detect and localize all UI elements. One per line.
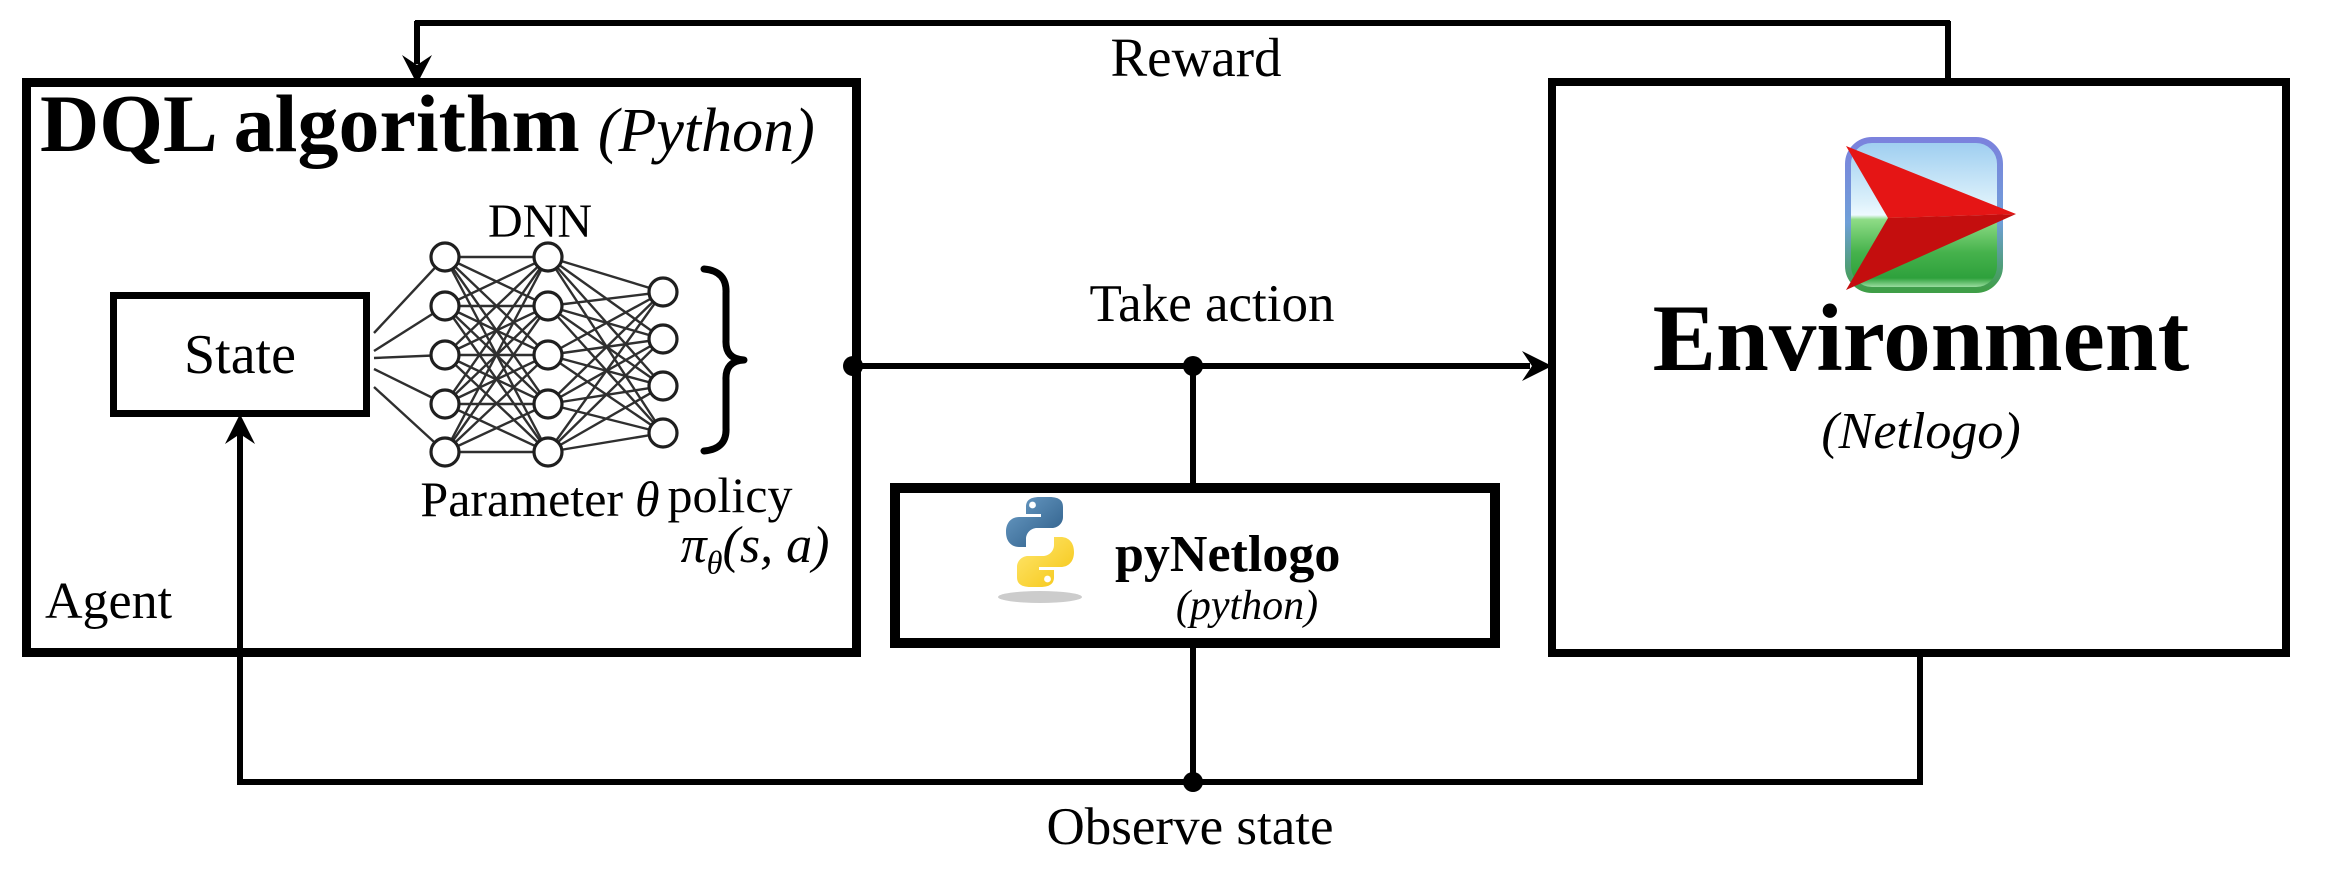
dnn-edge xyxy=(443,256,550,453)
observe-state-label: Observe state xyxy=(1046,798,1334,856)
python-icon-shadow xyxy=(998,591,1082,603)
dnn-node xyxy=(429,241,461,273)
dnn-edge xyxy=(373,256,446,334)
dnn-label: DNN xyxy=(488,195,592,248)
dnn-edge xyxy=(444,256,549,405)
dnn-edge xyxy=(444,255,549,308)
dnn-network-graphic xyxy=(373,241,679,468)
dnn-edge xyxy=(373,386,446,453)
pynetlogo-box xyxy=(890,483,1500,648)
arrowhead-observe-into-state xyxy=(225,414,255,444)
dnn-edge xyxy=(444,305,549,453)
dql-box-title: DQL algorithm(Python) xyxy=(40,83,815,165)
agent-label: Agent xyxy=(45,573,173,630)
policy-label: policy xyxy=(667,467,793,523)
take-action-label: Take action xyxy=(1089,275,1335,333)
parameter-word: Parameter xyxy=(420,471,624,527)
netlogo-icon xyxy=(1845,137,2016,293)
dnn-edge xyxy=(547,255,664,294)
arrowhead-take-action-into-env xyxy=(1522,351,1552,381)
reward-label: Reward xyxy=(1110,27,1282,88)
dnn-edge xyxy=(444,354,549,453)
environment-title: Environment xyxy=(1652,285,2190,391)
dnn-node xyxy=(429,290,461,322)
arrowhead-reward-into-dql xyxy=(402,55,432,84)
dnn-node xyxy=(532,290,564,322)
environment-subtitle: (Netlogo) xyxy=(1821,403,2021,460)
policy-formula: πθ(s, a) xyxy=(681,520,830,579)
dnn-node xyxy=(647,323,679,355)
dnn-node xyxy=(429,339,461,371)
pi-arguments: (s, a) xyxy=(722,517,830,574)
pynetlogo-subtitle: (python) xyxy=(1175,583,1319,629)
dnn-edge xyxy=(547,290,664,308)
dnn-node xyxy=(532,339,564,371)
pynetlogo-title: pyNetlogo xyxy=(1115,526,1341,583)
output-brace xyxy=(700,265,748,455)
dnn-node xyxy=(429,388,461,420)
python-icon-blue-eye xyxy=(1029,501,1036,509)
python-icon-yellow-snake xyxy=(1017,537,1074,587)
dnn-edge xyxy=(547,291,664,453)
junction-dot-observe xyxy=(1183,772,1203,792)
dnn-edge xyxy=(547,290,664,357)
dnn-node xyxy=(532,436,564,468)
dnn-edge xyxy=(547,431,664,454)
dql-title-text: DQL algorithm xyxy=(40,78,580,169)
dnn-node xyxy=(647,276,679,308)
state-label: State xyxy=(184,323,296,386)
dnn-node xyxy=(532,241,564,273)
pi-subscript-theta: θ xyxy=(706,544,723,581)
dnn-node xyxy=(532,388,564,420)
dnn-node xyxy=(429,436,461,468)
arrowheads xyxy=(225,55,1552,444)
dnn-edge xyxy=(444,402,549,454)
python-icon xyxy=(998,497,1082,603)
environment-box xyxy=(1548,78,2290,657)
dql-title-subtitle: (Python) xyxy=(597,97,815,165)
state-box: State xyxy=(110,292,370,417)
pi-symbol: π xyxy=(680,517,707,574)
dql-algorithm-box xyxy=(22,78,861,657)
junction-dot-take-action xyxy=(1183,356,1203,376)
theta-symbol: θ xyxy=(635,471,660,527)
dnn-node xyxy=(647,370,679,402)
dnn-node xyxy=(647,417,679,449)
connector-lines xyxy=(237,20,1951,785)
dnn-edge xyxy=(547,291,664,405)
netlogo-arrow-lower xyxy=(1846,214,2016,290)
dnn-edge xyxy=(547,338,664,453)
dnn-edge xyxy=(547,384,664,454)
netlogo-arrow-upper xyxy=(1846,146,2016,218)
python-icon-yellow-eye xyxy=(1044,575,1051,583)
dnn-edge xyxy=(444,256,549,356)
python-icon-blue-snake xyxy=(1006,497,1063,547)
